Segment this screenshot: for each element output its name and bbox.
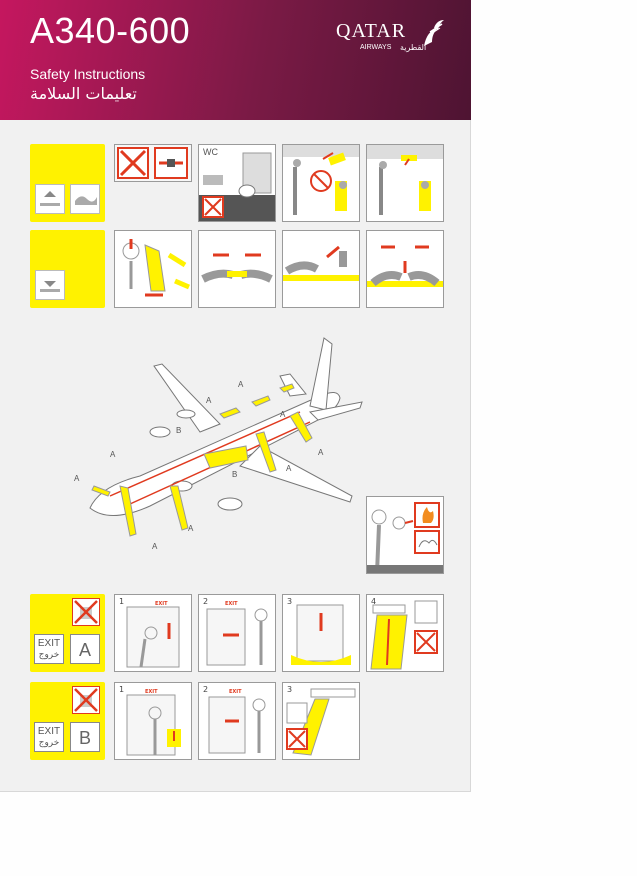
belt-release-illustration (367, 245, 443, 287)
evacuation-b-panel: EXIT خروج B (30, 682, 105, 760)
airline-logo: QATAR AIRWAYS القطرية (336, 18, 451, 58)
step-number: 3 (287, 685, 293, 694)
door-b-step-2: 2 EXIT (198, 682, 276, 760)
door-b-step-1: 1 EXIT (114, 682, 192, 760)
logo-wordmark: QATAR (336, 20, 407, 42)
step-number: 4 (371, 597, 377, 606)
seatbelt-rules-panel (114, 144, 192, 182)
exit-letter-b: B (232, 470, 238, 479)
exit-sign-text: EXIT (37, 638, 61, 649)
no-baggage-icon (72, 598, 100, 626)
belt-insert-illustration (201, 253, 273, 283)
smoke-fire-illustration (367, 502, 443, 573)
exit-letter-a: A (152, 542, 158, 551)
door-a-step-4: 4 (366, 594, 444, 672)
belt-tighten-panel (282, 230, 360, 308)
door-lever-illustration (126, 694, 181, 756)
lavatory-illustration (199, 152, 275, 221)
exit-sign-label: EXIT (145, 689, 158, 695)
overhead-bin-illustration (283, 145, 359, 215)
safety-card: A340-600 Safety Instructions تعليمات الس… (0, 0, 471, 792)
no-unfastened-icon (117, 147, 188, 179)
aircraft-exit-diagram: A A A A A A A A B B A (70, 336, 370, 566)
exit-type-letter: B (70, 722, 100, 752)
stowed-bin-illustration (367, 145, 443, 215)
door-lever-illustration (126, 606, 180, 668)
step-number: 2 (203, 597, 209, 606)
exit-letter-a: A (188, 524, 194, 533)
door-a-step-3: 3 (282, 594, 360, 672)
door-a-step-2: 2 EXIT (198, 594, 276, 672)
aircraft-illustration (89, 337, 363, 537)
subtitle-arabic: تعليمات السلامة (30, 84, 137, 103)
logo-arabic: القطرية (400, 43, 427, 52)
stowed-bin-panel (366, 144, 444, 222)
belt-tighten-illustration (283, 245, 359, 281)
exit-sign-arabic: خروج (38, 649, 60, 659)
turbulence-icon (70, 184, 100, 214)
slide-jump-illustration (286, 688, 356, 756)
door-b-step-3: 3 (282, 682, 360, 760)
smoke-fire-panel (366, 496, 444, 574)
exit-letter-a: A (286, 464, 292, 473)
exit-sign-icon: EXIT خروج (34, 634, 64, 664)
exit-letter-a: A (110, 450, 116, 459)
exit-letter-a: A (238, 380, 244, 389)
logo-subtext: AIRWAYS (360, 44, 392, 51)
overhead-bin-panel (282, 144, 360, 222)
door-push-illustration (208, 696, 266, 754)
exit-type-letter: A (70, 634, 100, 664)
exit-sign-arabic: خروج (38, 737, 60, 747)
step-number: 1 (119, 685, 125, 694)
step-number: 2 (203, 685, 209, 694)
seatbelt-fasten-panel (30, 230, 105, 308)
door-a-step-1: 1 EXIT (114, 594, 192, 672)
exit-sign-label: EXIT (225, 601, 238, 607)
slide-jump-illustration (370, 600, 438, 670)
exit-letter-a: A (206, 396, 212, 405)
subtitle-english: Safety Instructions (30, 66, 146, 82)
landing-icon (35, 270, 65, 300)
door-push-illustration (206, 608, 268, 666)
evacuation-a-panel: EXIT خروج A (30, 594, 105, 672)
no-baggage-icon (72, 686, 100, 714)
belt-insert-panel (198, 230, 276, 308)
step-number: 1 (119, 597, 125, 606)
exit-sign-text: EXIT (37, 726, 61, 737)
exit-sign-label: EXIT (155, 601, 168, 607)
belt-release-panel (366, 230, 444, 308)
wc-label: WC (203, 147, 218, 157)
exit-letter-a: A (318, 448, 324, 457)
lavatory-panel: WC (198, 144, 276, 222)
aircraft-title: A340-600 (30, 10, 191, 51)
step-number: 3 (287, 597, 293, 606)
takeoff-icon (35, 184, 65, 214)
seat-upright-panel (114, 230, 192, 308)
card-header: A340-600 Safety Instructions تعليمات الس… (0, 0, 471, 120)
seat-upright-illustration (122, 239, 190, 297)
exit-letter-a: A (74, 474, 80, 483)
exit-sign-label: EXIT (229, 689, 242, 695)
door-open-illustration (291, 604, 351, 665)
seatbelt-sign-panel (30, 144, 105, 222)
oryx-logo-icon (424, 20, 444, 46)
exit-letter-b: B (176, 426, 182, 435)
exit-letter-a: A (280, 410, 286, 419)
exit-sign-icon: EXIT خروج (34, 722, 64, 752)
